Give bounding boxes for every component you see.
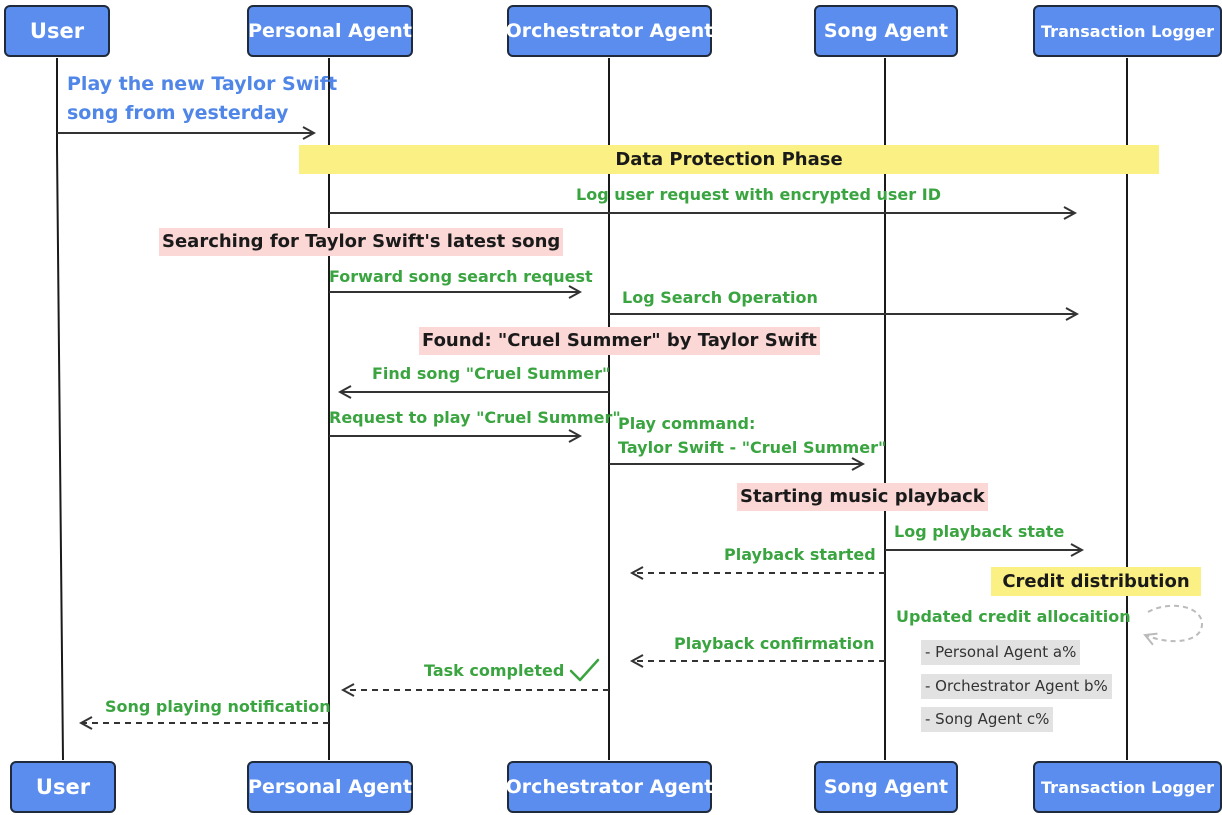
message-forward-search: Forward song search request (329, 267, 593, 286)
message-user-request-line1: Play the new Taylor Swift (67, 73, 338, 95)
note-found: Found: "Cruel Summer" by Taylor Swift (419, 327, 820, 355)
message-play-command-line1: Play command: (618, 414, 756, 433)
message-log-user-request: Log user request with encrypted user ID (576, 185, 941, 204)
phase-credit-distribution: Credit distribution (991, 567, 1201, 596)
credit-item-personal: - Personal Agent a% (921, 640, 1081, 665)
message-playback-started: Playback started (724, 545, 876, 564)
message-log-playback: Log playback state (894, 522, 1065, 541)
message-find-song: Find song "Cruel Summer" (372, 364, 611, 383)
actor-orchestrator-agent-top: Orchestrator Agent (506, 5, 713, 57)
actor-personal-agent-bottom: Personal Agent (247, 761, 413, 813)
message-updated-credit: Updated credit allocaition (896, 607, 1131, 626)
credit-item-song: - Song Agent c% (921, 707, 1054, 732)
message-log-search: Log Search Operation (622, 288, 818, 307)
message-task-completed: Task completed (424, 661, 565, 680)
actor-transaction-logger-bottom: Transaction Logger (1033, 761, 1222, 813)
note-searching: Searching for Taylor Swift's latest song (159, 228, 564, 256)
credit-item-orchestrator: - Orchestrator Agent b% (921, 674, 1112, 699)
note-starting: Starting music playback (737, 483, 988, 511)
lifeline-user-lower (56, 147, 64, 761)
actor-user-bottom: User (10, 761, 116, 813)
message-request-play: Request to play "Cruel Summer" (329, 408, 621, 427)
actor-song-agent-top: Song Agent (814, 5, 958, 57)
message-play-command-line2: Taylor Swift - "Cruel Summer" (618, 438, 887, 457)
actor-song-agent-bottom: Song Agent (814, 761, 958, 813)
message-playback-confirmation: Playback confirmation (674, 634, 875, 653)
checkmark-icon (569, 658, 600, 682)
actor-personal-agent-top: Personal Agent (247, 5, 413, 57)
actor-user-top: User (4, 5, 110, 57)
phase-data-protection: Data Protection Phase (299, 145, 1159, 174)
message-song-playing: Song playing notification (105, 697, 331, 716)
actor-transaction-logger-top: Transaction Logger (1033, 5, 1222, 57)
message-user-request-line2: song from yesterday (67, 102, 289, 124)
loop-arrow-icon (1145, 604, 1204, 641)
actor-orchestrator-agent-bottom: Orchestrator Agent (506, 761, 713, 813)
